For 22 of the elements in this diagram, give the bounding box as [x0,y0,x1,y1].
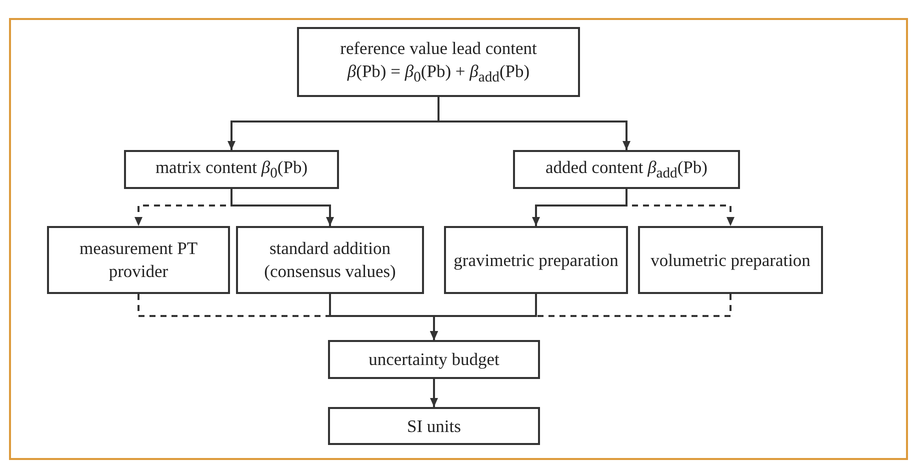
box-label: reference value lead content [340,36,537,60]
box-label: standard addition (consensus values) [263,237,397,283]
process-box [47,226,230,294]
process-box [297,27,580,97]
box-label: measurement PT provider [78,237,199,283]
arrow [230,189,334,226]
box-label: volumetric preparation [650,248,810,272]
box-label: gravimetric preparation [454,248,618,272]
box-label: SI units [407,414,461,438]
process-box [236,226,424,294]
box-label: uncertainty budget [368,348,500,371]
process-box [328,407,540,445]
box-label: matrix content β$_{0}$(Pb) [155,156,308,184]
box-label: added content β$_{add}$(Pb) [546,156,708,184]
process-box [124,150,339,189]
process-box [638,226,823,294]
process-box [328,340,540,379]
arrow [430,294,732,340]
process-box [513,150,740,189]
process-box [444,226,628,294]
arrow [430,379,438,407]
formula-text: β(Pb) = β$_{0}$(Pb) + β$_{add}$(Pb) [347,60,530,88]
